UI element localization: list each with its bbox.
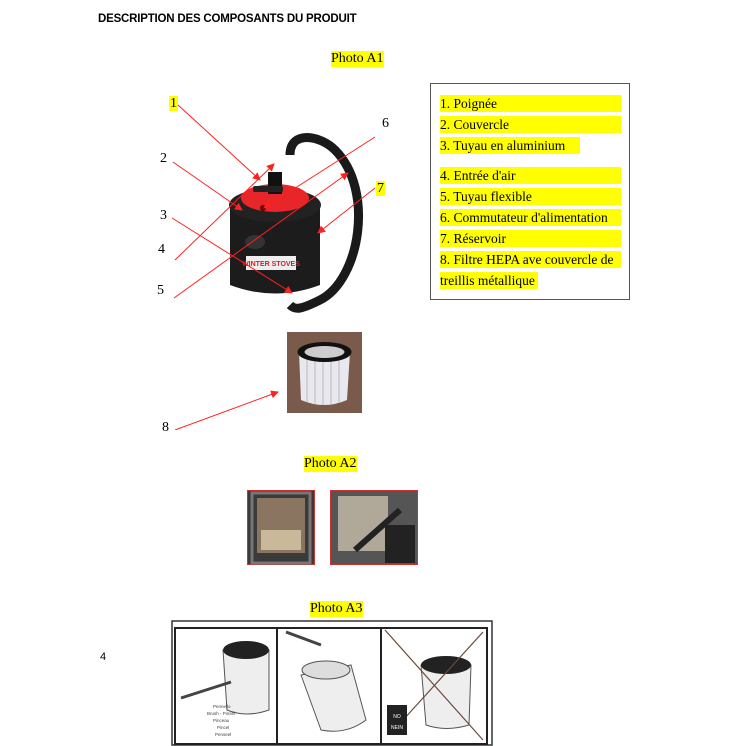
filter-cleaning-instructions: Pennello Brush - Pinsel Pinceau Pincel P… xyxy=(171,620,493,746)
brush-label: Penseel xyxy=(215,732,231,737)
hepa-filter-photo xyxy=(287,332,362,413)
legend-item: 3. Tuyau en aluminium xyxy=(440,137,580,154)
legend-item: 7. Réservoir xyxy=(440,230,621,247)
callout-6: 6 xyxy=(382,116,389,131)
legend-item: 1. Poignée xyxy=(440,95,621,112)
callout-3: 3 xyxy=(160,208,167,223)
brand-logo: WINTER STOVES xyxy=(242,261,300,268)
warning-nein: NEIN xyxy=(391,725,403,731)
brush-label: Pinceau xyxy=(213,718,230,723)
stove-ash-photo-2 xyxy=(330,490,418,565)
flexible-hose xyxy=(285,133,363,313)
brush-label: Brush - Pinsel xyxy=(207,711,235,716)
legend-item: 2. Couvercle xyxy=(440,116,621,133)
tank xyxy=(230,205,320,294)
callout-4: 4 xyxy=(158,242,165,257)
callout-2: 2 xyxy=(160,151,167,166)
stove-ash-photo-1 xyxy=(247,490,315,565)
callout-7: 7 xyxy=(376,181,385,196)
photo-a1-label: Photo A1 xyxy=(331,51,384,67)
section-heading: DESCRIPTION DES COMPOSANTS DU PRODUIT xyxy=(98,13,357,25)
page-number: 4 xyxy=(100,651,107,663)
callout-8: 8 xyxy=(162,420,169,435)
callout-1: 1 xyxy=(169,96,178,111)
components-legend: 1. Poignée 2. Couvercle 3. Tuyau en alum… xyxy=(430,83,630,300)
photo-a3-label: Photo A3 xyxy=(310,601,363,617)
vacuum-photo: WINTER STOVES xyxy=(171,104,376,430)
photo-a2-label: Photo A2 xyxy=(304,456,357,472)
warning-no: NO xyxy=(393,714,401,720)
legend-item: 6. Commutateur d'alimentation xyxy=(440,209,621,226)
brush-label: Pincel xyxy=(217,725,229,730)
callout-5: 5 xyxy=(157,283,164,298)
legend-item: 8. Filtre HEPA ave couvercle de xyxy=(440,251,621,268)
legend-item: 4. Entrée d'air xyxy=(440,167,621,184)
legend-item: treillis métallique xyxy=(440,272,538,289)
legend-item: 5. Tuyau flexible xyxy=(440,188,621,205)
brush-label: Pennello xyxy=(213,704,231,709)
